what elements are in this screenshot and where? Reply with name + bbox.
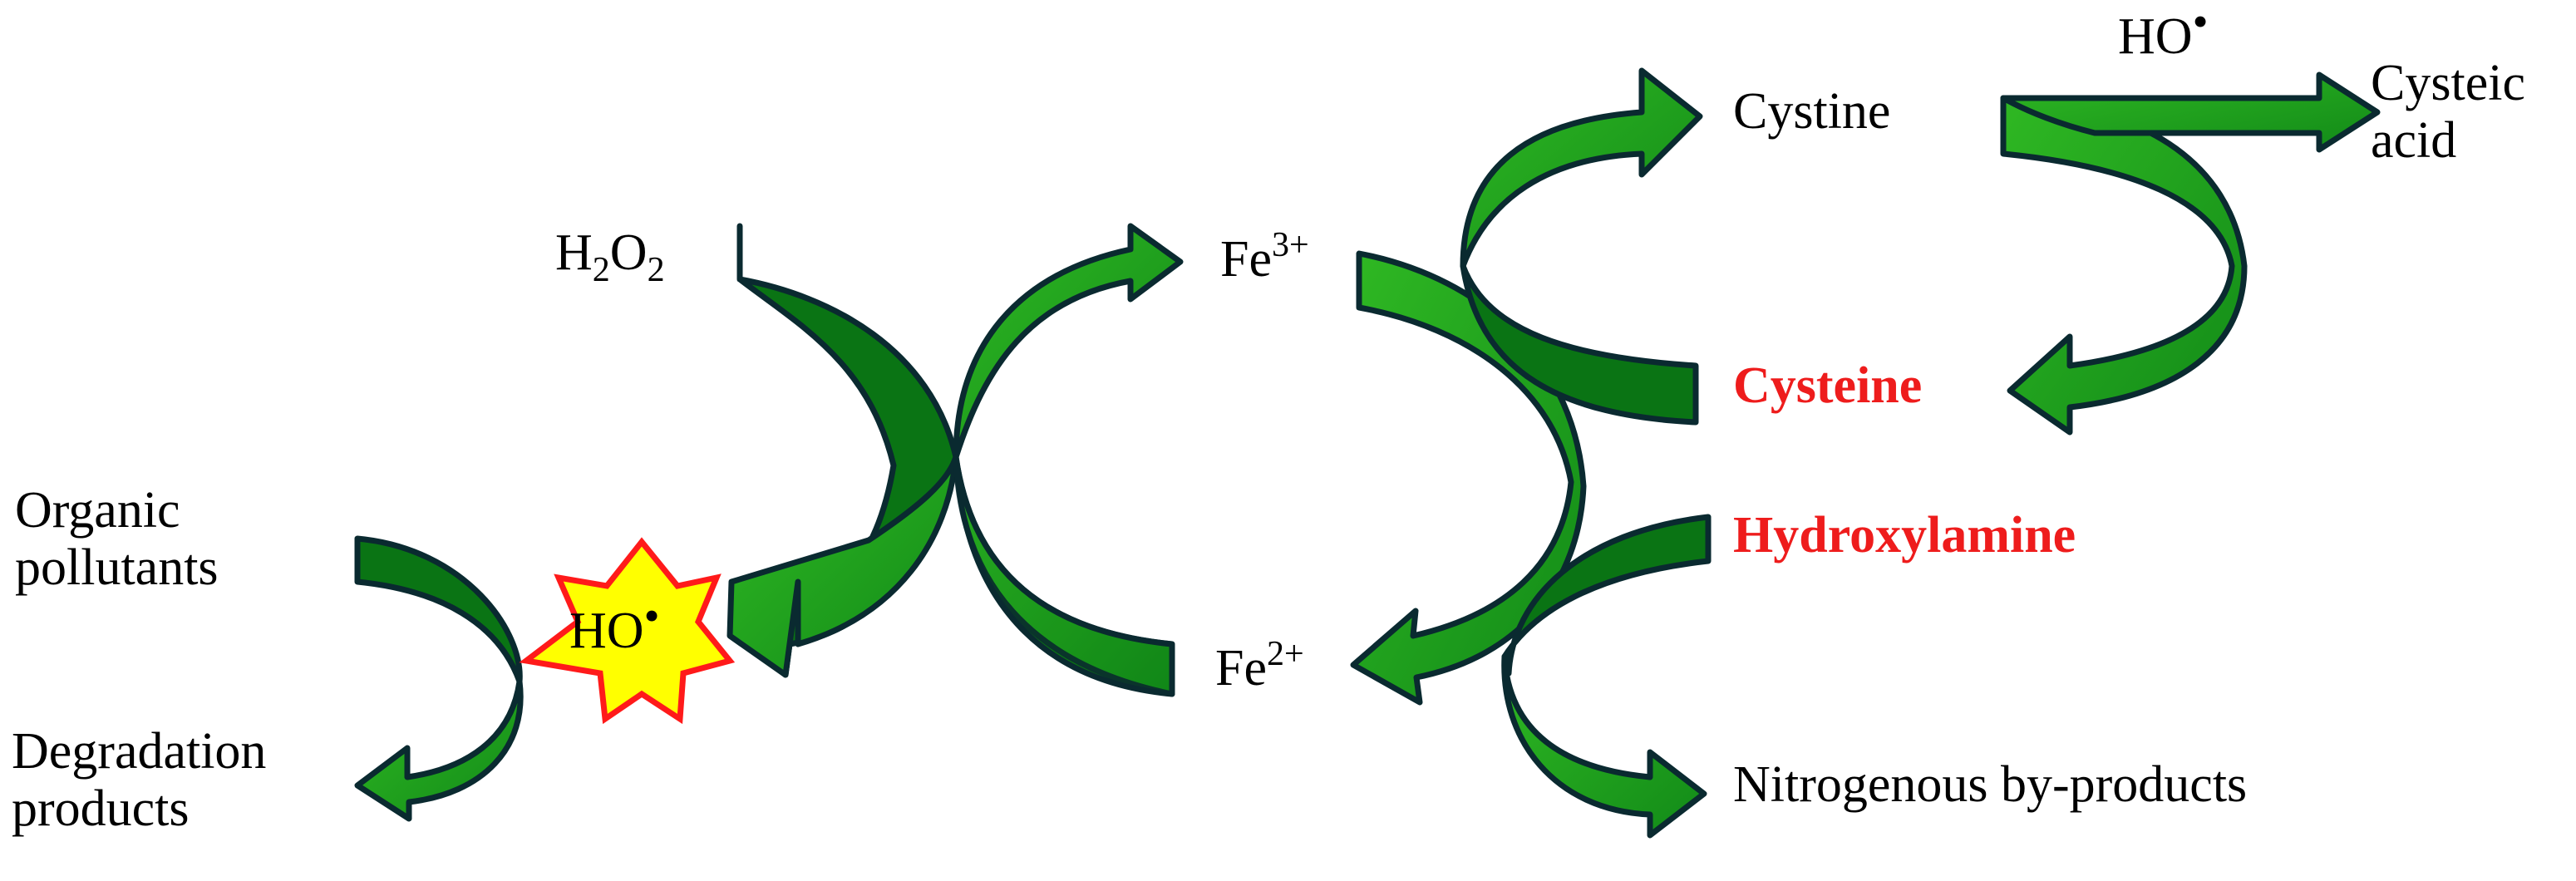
label-nitrogenous-by-products: Nitrogenous by-products: [1733, 756, 2248, 813]
arrow-fe3-to-fe2-face: [953, 454, 1175, 697]
label-organic-pollutants-line2: pollutants: [15, 539, 219, 597]
arrow-cysteine-to-cystine: [1460, 67, 1703, 269]
label-h2o2: H2O2: [555, 224, 665, 289]
arrow-to-nitrogenous: [1501, 653, 1707, 839]
label-cysteic-acid: Cysteic acid: [2371, 55, 2525, 170]
arrow-pollutants-band: [354, 535, 523, 685]
label-cysteic-acid-line2: acid: [2371, 112, 2457, 170]
label-degradation-products-line2: products: [12, 780, 190, 838]
label-cystine: Cystine: [1733, 83, 1891, 140]
label-fe3: Fe3+: [1220, 226, 1309, 288]
label-degradation-products-line1: Degradation: [12, 723, 267, 780]
label-cysteine: Cysteine: [1733, 357, 1923, 414]
ho-radical-star-shape: [519, 537, 736, 725]
label-fe2: Fe2+: [1215, 635, 1304, 696]
label-degradation-products: Degradation products: [12, 723, 266, 839]
arrow-to-degradation: [354, 678, 524, 822]
arrow-fe2-to-fe3: [953, 223, 1184, 460]
label-ho-radical-star: HO•: [569, 591, 660, 659]
label-ho-radical-top: HO•: [2118, 0, 2209, 65]
arrow-fe3-reduction: [1350, 250, 1587, 706]
arrow-cystine-loop: [2000, 95, 2248, 436]
label-cysteic-acid-line1: Cysteic: [2371, 55, 2525, 111]
arrow-cysteine-band: [1460, 263, 1699, 426]
label-organic-pollutants: Organic pollutants: [15, 482, 219, 598]
arrow-to-cysteic-acid: [2000, 71, 2381, 153]
label-hydroxylamine: Hydroxylamine: [1733, 507, 2076, 564]
label-organic-pollutants-line1: Organic: [15, 482, 180, 539]
